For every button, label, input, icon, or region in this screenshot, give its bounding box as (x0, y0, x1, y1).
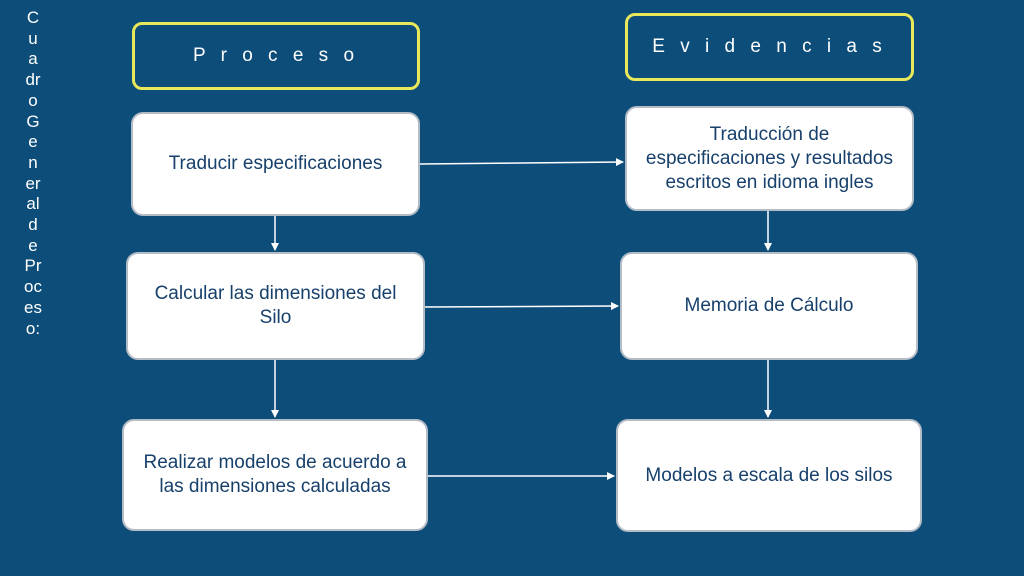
arrow-step1-to-evidence1 (419, 158, 624, 167)
proceso-header-label: P r o c e s o (192, 45, 360, 66)
proceso-step-2-label: Calcular las dimensiones del Silo (154, 283, 397, 328)
proceso-header: P r o c e s o (132, 22, 420, 90)
proceso-step-2: Calcular las dimensiones del Silo (126, 252, 425, 360)
evidencias-header: E v i d e n c i a s (625, 13, 914, 81)
evidencia-item-2: Memoria de Cálculo (620, 252, 918, 360)
proceso-step-3-label: Realizar modelos de acuerdo a las dimens… (143, 452, 407, 497)
proceso-step-1: Traducir especificaciones (131, 112, 420, 216)
proceso-step-1-label: Traducir especificaciones (168, 153, 383, 174)
evidencia-item-1: Traducción de especificaciones y resulta… (625, 106, 914, 211)
evidencia-item-2-label: Memoria de Cálculo (684, 295, 854, 316)
evidencia-item-1-label: Traducción de especificaciones y resulta… (645, 123, 894, 193)
vertical-title: Cuadro General de Proceso: (24, 8, 45, 338)
evidencia-item-3-label: Modelos a escala de los silos (645, 464, 893, 486)
evidencia-item-3: Modelos a escala de los silos (616, 419, 922, 532)
evidencias-header-label: E v i d e n c i a s (652, 36, 887, 57)
arrow-step2-to-evidence2 (424, 302, 619, 311)
proceso-step-3: Realizar modelos de acuerdo a las dimens… (122, 419, 428, 531)
